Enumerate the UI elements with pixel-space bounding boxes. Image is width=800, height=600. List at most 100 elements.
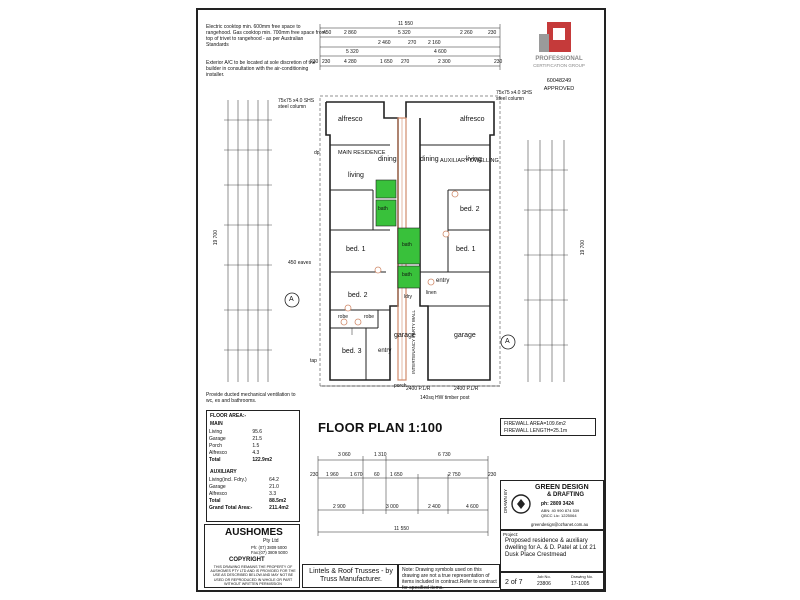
grand-total-label: Grand Total Area:-	[209, 505, 253, 511]
dim-top-1c: 5 320	[398, 30, 411, 36]
green-design-email: greendesign@ozhanet.com.au	[531, 522, 589, 527]
firewall-box: FIREWALL AREA=109.6m2 FIREWALL LENGTH=25…	[500, 418, 596, 436]
dp-label: dp	[314, 150, 320, 156]
copyright-text: THIS DRAWING REMAINS THE PROPERTY OF AUS…	[210, 565, 296, 586]
dim-bottom-3b: 3 000	[386, 504, 399, 510]
disclaimer-block: Note: Drawing symbols used on this drawi…	[398, 564, 500, 591]
eaves-label: 450 eaves	[288, 260, 312, 266]
area-value: 1.5	[252, 443, 260, 449]
dim-bottom-1c: 6 730	[438, 452, 451, 458]
grand-total-value: 211.4m2	[269, 505, 289, 511]
dim-top-1e: 230	[488, 30, 497, 36]
room-bath-a: bath	[378, 206, 388, 212]
firewall-area: FIREWALL AREA=109.6m2	[504, 421, 566, 427]
ventilation-note: Provide ducted mechanical ventilation to…	[206, 392, 296, 404]
aushomes-fax: Fax:(07) 3809 5000	[251, 550, 288, 555]
drawing-sheet: Electric cooktop min. 600mm free space t…	[196, 8, 606, 592]
area-name: Garage	[209, 436, 226, 442]
dim-top-4c: 4 280	[344, 59, 357, 65]
cert-status: APPROVED	[543, 86, 575, 92]
area-row: Porch 1.5	[207, 443, 297, 450]
dim-top-4f: 2 300	[438, 59, 451, 65]
cert-line1: PROFESSIONAL	[535, 56, 583, 62]
firewall-length: FIREWALL LENGTH=25.1m	[504, 428, 568, 434]
bottom-dimensions	[317, 456, 489, 536]
dim-bottom-overall: 11 550	[394, 526, 409, 532]
aushomes-sub: Pty Ltd	[263, 538, 279, 544]
area-name: Living	[209, 429, 223, 435]
job-label: Job No.	[537, 574, 551, 579]
room-garage-main: garage	[394, 332, 416, 339]
dim-top-overall: 11 550	[398, 21, 413, 27]
area-row: Grand Total Area:- 211.4m2	[207, 505, 297, 512]
green-design-qbcc: QBCC Lic: 1225064	[541, 513, 577, 518]
room-linen: linen	[426, 290, 437, 296]
room-living-main: living	[348, 172, 364, 179]
dim-bottom-2d: 60	[374, 472, 380, 478]
area-main-heading: MAIN	[210, 421, 223, 427]
area-aux-heading: AUXILIARY	[210, 469, 237, 475]
area-value: 95.6	[252, 429, 263, 435]
aushomes-name: AUSHOMES	[225, 527, 283, 538]
area-name: Alfresco	[209, 491, 228, 497]
area-value: 21.0	[269, 484, 279, 490]
aushomes-phone: Ph: (07) 3809 5000	[251, 545, 287, 550]
sheet-info-block: 2 of 7 Job No. 23806 Drawing No. 17-1005	[500, 572, 604, 590]
green-design-logo-icon	[511, 494, 531, 514]
column-note-left: 75x75 x4.0 SHS steel column	[278, 98, 315, 110]
dim-top-4d: 1 650	[380, 59, 393, 65]
project-label: Project:	[503, 532, 519, 537]
dim-top-1d: 2 260	[460, 30, 473, 36]
dim-top-1a: 450	[323, 30, 332, 36]
drawing-label: Drawing No.	[571, 574, 594, 579]
dim-bottom-2g: 230	[488, 472, 497, 478]
dim-top-4a: 230	[310, 59, 319, 65]
dim-top-2b: 270	[408, 40, 417, 46]
tap-label: tap	[310, 358, 317, 364]
dim-top-2a: 2 460	[378, 40, 391, 46]
green-design-sub: & DRAFTING	[547, 492, 584, 498]
dim-bottom-2e: 1 650	[390, 472, 403, 478]
plr-right: 2400 P.L/R	[454, 386, 479, 392]
area-title: FLOOR AREA:-	[210, 413, 247, 419]
room-dining-main: dining	[378, 156, 397, 163]
cert-line2: CERTIFICATION GROUP	[533, 63, 585, 68]
room-entry-aux: entry	[436, 278, 450, 284]
room-entry-main: entry	[378, 348, 392, 354]
room-ldry: ldry	[404, 294, 413, 300]
dim-top-4b: 230	[322, 59, 331, 65]
project-block: Project: Proposed residence & auxiliary …	[500, 530, 604, 572]
plr-left: 2400 P.L/R	[406, 386, 431, 392]
dim-bottom-3c: 2 400	[428, 504, 441, 510]
label-auxiliary-dwelling: AUXILIARY DWELLING	[440, 158, 499, 164]
dim-top-2c: 2 160	[428, 40, 441, 46]
floor-plan-drawing	[224, 24, 568, 387]
room-robe-b: robe	[364, 314, 375, 320]
room-dining-aux: dining	[420, 156, 439, 163]
dim-bottom-2c: 1 670	[350, 472, 363, 478]
dim-bottom-3a: 2 900	[333, 504, 346, 510]
aushomes-block: AUSHOMES Pty Ltd Ph: (07) 3809 5000 Fax:…	[204, 524, 300, 588]
area-name: Living(incl. Fdry.)	[209, 477, 247, 483]
ac-note: Exterior A/C to be located at sole discr…	[206, 60, 316, 78]
dim-bottom-2f: 2 750	[448, 472, 461, 478]
area-name: Porch	[209, 443, 223, 449]
party-wall-label: INTERTENANCY PARTY WALL	[411, 310, 416, 374]
hw-post-label: 140sq HW timber post	[420, 395, 470, 401]
green-design-phone: ph: 2809 3424	[541, 501, 574, 507]
green-design-block: DRAWN BY GREEN DESIGN & DRAFTING ph: 280…	[500, 480, 604, 530]
area-name: Garage	[209, 484, 226, 490]
room-alfresco-main: alfresco	[338, 116, 363, 123]
dim-top-4g: 230	[494, 59, 503, 65]
dim-bottom-2a: 230	[310, 472, 319, 478]
area-total-value: 88.5m2	[269, 498, 287, 504]
cert-number: 60048249	[546, 78, 572, 84]
green-design-name: GREEN DESIGN	[535, 484, 589, 491]
area-value: 64.2	[269, 477, 279, 483]
area-row: Living(incl. Fdry.) 64.2	[207, 477, 297, 484]
dim-top-3a: 5 320	[346, 49, 359, 55]
